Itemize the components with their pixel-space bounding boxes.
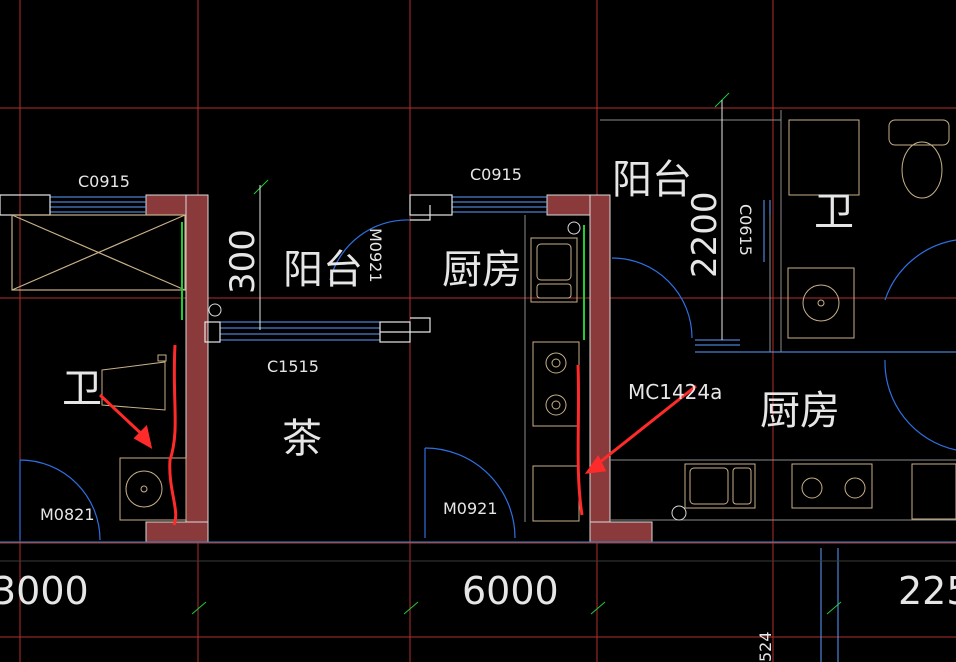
dimension-3000: 3000 bbox=[0, 569, 89, 613]
opening-outlines bbox=[0, 194, 453, 343]
windows bbox=[50, 196, 771, 346]
room-label-tea: 茶 bbox=[282, 416, 322, 462]
walls bbox=[145, 194, 653, 543]
dimension-lines bbox=[0, 100, 956, 562]
counter-lines bbox=[0, 110, 956, 662]
room-label-kitchen: 厨房 bbox=[442, 247, 522, 293]
room-label-bathroom-left: 卫 bbox=[62, 366, 102, 412]
room-label-balcony: 阳台 bbox=[283, 247, 363, 293]
dimension-2200: 2200 bbox=[685, 191, 725, 278]
dimension-300: 300 bbox=[223, 229, 263, 294]
dimension-524: 524 bbox=[756, 631, 775, 662]
window-label-balcony: C1515 bbox=[267, 357, 319, 376]
fixtures bbox=[101, 119, 956, 522]
door-label-m0821: M0821 bbox=[40, 505, 95, 524]
dimension-6000: 6000 bbox=[462, 569, 559, 613]
annotation-arrows bbox=[98, 344, 697, 526]
dimension-ticks bbox=[191, 92, 842, 615]
dimension-225: 225 bbox=[898, 569, 956, 613]
green-edges bbox=[181, 222, 585, 340]
door-label-m0921-vertical: M0921 bbox=[366, 228, 385, 283]
door-label-mc1424a: MC1424a bbox=[628, 380, 722, 404]
window-label-mid: C0915 bbox=[470, 165, 522, 184]
window-label-left: C0915 bbox=[78, 172, 130, 191]
column-markers bbox=[208, 221, 687, 521]
window-label-c0615: C0615 bbox=[736, 204, 755, 256]
room-label-balcony-right: 阳台 bbox=[612, 157, 692, 203]
door-label-m0921: M0921 bbox=[443, 499, 498, 518]
room-label-kitchen-right: 厨房 bbox=[760, 388, 840, 434]
door-arcs bbox=[19, 219, 956, 541]
room-label-bathroom-right: 卫 bbox=[814, 189, 854, 235]
